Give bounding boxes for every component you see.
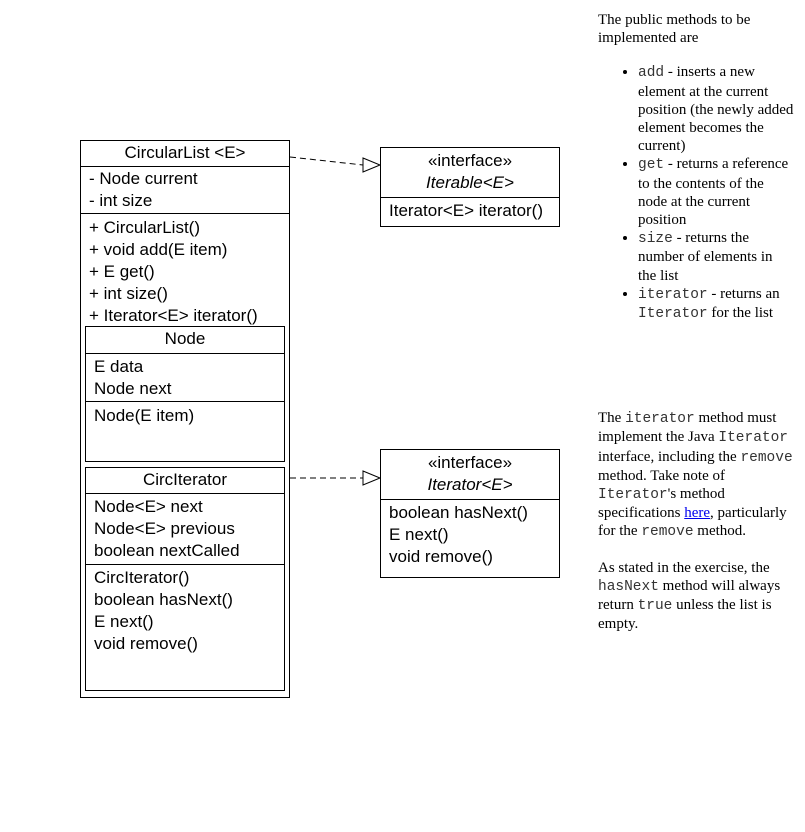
circiterator-methods: CircIterator() boolean hasNext() E next(… [86,565,284,655]
circularlist-attribute: - Node current [89,169,198,188]
circiterator-attributes: Node<E> next Node<E> previous boolean ne… [86,494,284,565]
inline-code: true [637,598,673,615]
inline-code: Iterator [638,306,708,323]
method-list-item-get: get - returns a reference to the content… [638,155,794,229]
circiterator-attribute: boolean nextCalled [94,541,240,560]
circularlist-attribute: - int size [89,191,153,210]
hasnext-paragraph: As stated in the exercise, the hasNext m… [598,559,794,634]
method-desc: - returns an [707,285,780,302]
circiterator-method: void remove() [94,634,198,653]
iterator-stereotype: «interface» [427,453,513,472]
method-desc: for the list [707,305,774,322]
circiterator-attribute: Node<E> next [94,497,203,516]
circularlist-realizes-iterable [289,156,382,173]
circiterator-class: CircIterator Node<E> next Node<E> previo… [85,467,285,691]
circiterator-attribute: Node<E> previous [94,519,235,538]
iterator-method: void remove() [389,547,493,566]
method-list-item-add: add - inserts a new element at the curre… [638,63,794,155]
circularlist-attributes: - Node current - int size [81,167,289,214]
method-desc: - returns the number of elements in the … [638,230,773,284]
text-run: As stated in the exercise, the [598,559,770,576]
method-name: iterator [638,286,708,303]
method-desc: - returns a reference to the contents of… [638,156,789,229]
inline-code: Iterator [598,487,668,504]
text-run: method must implement the Java [598,410,777,446]
circularlist-method: + CircularList() [89,218,200,237]
text-run: 's method specifications [598,486,725,522]
iterable-method: Iterator<E> iterator() [389,201,544,220]
text-run: , particularly for the [598,505,787,540]
text-run: interface, including the [598,448,741,465]
iterator-methods: boolean hasNext() E next() void remove() [381,500,559,568]
method-list: add - inserts a new element at the curre… [598,63,794,323]
circularlist-class-name: CircularList <E> [124,143,246,162]
circularlist-methods: + CircularList() + void add(E item) + E … [81,214,289,327]
iterable-interface: «interface» Iterable<E> Iterator<E> iter… [380,147,560,227]
text-run: The [598,410,626,427]
circularlist-method: + Iterator<E> iterator() [89,306,258,325]
text-run: unless the list is empty. [598,597,772,633]
text-run: method. Take note of [598,467,725,484]
node-attribute: E data [94,357,144,376]
node-class-name: Node [164,329,206,348]
method-description-text: The public methods to be implemented are… [598,11,794,633]
circiterator-method: CircIterator() [94,568,190,587]
circiterator-class-name: CircIterator [142,470,228,489]
circularlist-method: + int size() [89,284,168,303]
node-class: Node E data Node next Node(E item) [85,326,285,462]
method-desc: - inserts a new element at the current p… [638,64,794,155]
inline-code: Iterator [718,430,789,447]
method-name: add [638,65,665,82]
method-name: size [638,231,673,248]
iterable-methods: Iterator<E> iterator() [381,198,559,222]
intro-text: The public methods to be implemented are [598,12,751,47]
circularlist-method: + void add(E item) [89,240,228,259]
inline-code: hasNext [598,578,659,595]
iterator-interface: «interface» Iterator<E> boolean hasNext(… [380,449,560,578]
method-list-item-iterator: iterator - returns an Iterator for the l… [638,285,794,323]
iterable-interface-name: Iterable<E> [426,173,514,192]
node-method: Node(E item) [94,406,195,425]
specifications-link[interactable]: here [684,505,711,522]
iterator-interface-name: Iterator<E> [427,475,513,494]
iterator-method: E next() [389,525,449,544]
iterable-stereotype: «interface» [427,151,513,170]
inline-code: iterator [625,411,695,428]
iterator-requirements-paragraph: The iterator method must implement the J… [598,409,794,541]
method-name: get [638,157,665,174]
node-attribute: Node next [94,379,172,398]
inline-code: remove [641,524,694,541]
method-list-item-size: size - returns the number of elements in… [638,229,794,285]
iterator-method: boolean hasNext() [389,503,528,522]
text-run: method. [693,523,747,540]
text-run: method will always return [598,577,781,614]
node-methods: Node(E item) [86,402,284,427]
node-attributes: E data Node next [86,354,284,402]
circiterator-method: E next() [94,612,154,631]
inline-code: remove [740,449,793,466]
circularlist-method: + E get() [89,262,155,281]
circiterator-method: boolean hasNext() [94,590,233,609]
